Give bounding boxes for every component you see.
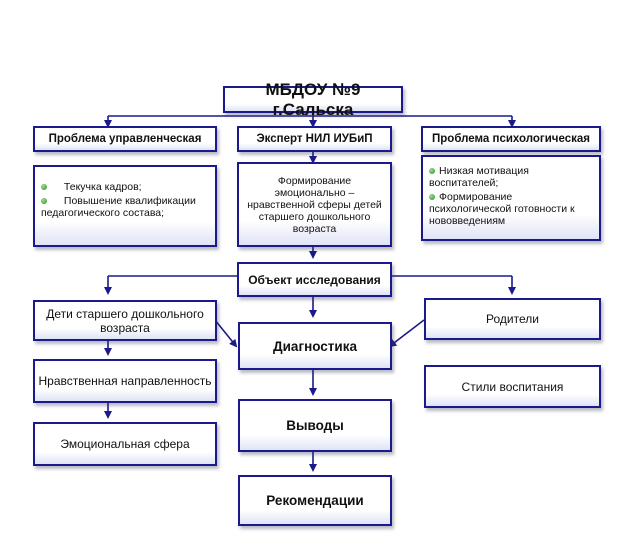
parenting-styles-label: Стили воспитания [461,379,564,394]
children-box: Дети старшего дошкольного возраста [33,300,217,341]
moral-orientation-box: Нравственная направленность [33,359,217,403]
bullet-icon [41,198,47,205]
parents-box: Родители [424,298,601,340]
research-object-label: Объект исследования [248,272,381,287]
emotional-sphere-box: Эмоциональная сфера [33,422,217,466]
arrow-children-to-diagnostics [214,319,238,348]
list-item-text: Текучка кадров; [63,181,142,193]
problem-psychological-header: Проблема психологическая [421,126,601,152]
conclusions-box: Выводы [238,399,392,452]
list-item: Низкая мотивация воспитателей; [429,165,593,189]
list-item-text: Низкая мотивация воспитателей; [429,165,529,189]
expert-description-text: Формирование эмоционально – нравственной… [247,174,382,235]
children-label: Дети старшего дошкольного возраста [46,306,204,335]
bullet-icon [41,184,47,191]
problem-management-label: Проблема управленческая [48,133,202,145]
recommendations-box: Рекомендации [238,475,392,526]
emotional-sphere-label: Эмоциональная сфера [60,437,190,451]
main-title: МБДОУ №9 г.Сальска [223,80,403,119]
bullet-icon [429,168,435,175]
problem-management-header: Проблема управленческая [33,126,217,152]
main-title-text: МБДОУ №9 г.Сальска [265,79,361,119]
parents-label: Родители [486,312,539,326]
list-item: Формирование психологической готовности … [429,191,593,227]
bullet-icon [429,194,435,201]
psychological-problems-list: Низкая мотивация воспитателей; Формирова… [421,155,601,241]
arrow-parents-to-diagnostics [388,319,425,348]
research-object: Объект исследования [237,262,392,297]
expert-header: Эксперт НИЛ ИУБиП [237,126,392,152]
diagnostics-label: Диагностика [273,338,357,354]
expert-description: Формирование эмоционально – нравственной… [237,162,392,247]
parenting-styles-box: Стили воспитания [424,365,601,408]
moral-orientation-label: Нравственная направленность [38,374,212,388]
expert-label: Эксперт НИЛ ИУБиП [256,133,373,145]
problem-psychological-label: Проблема психологическая [432,133,590,145]
management-problems-list: Текучка кадров; Повышение квалификации п… [33,165,217,247]
conclusions-label: Выводы [286,418,344,433]
list-item: Текучка кадров; [41,181,209,193]
diagnostics-box: Диагностика [238,322,392,370]
list-item-text: Формирование психологической готовности … [429,191,575,227]
recommendations-label: Рекомендации [266,493,364,508]
list-item-text: Повышение квалификации педагогического с… [41,195,196,219]
list-item: Повышение квалификации педагогического с… [41,195,209,219]
